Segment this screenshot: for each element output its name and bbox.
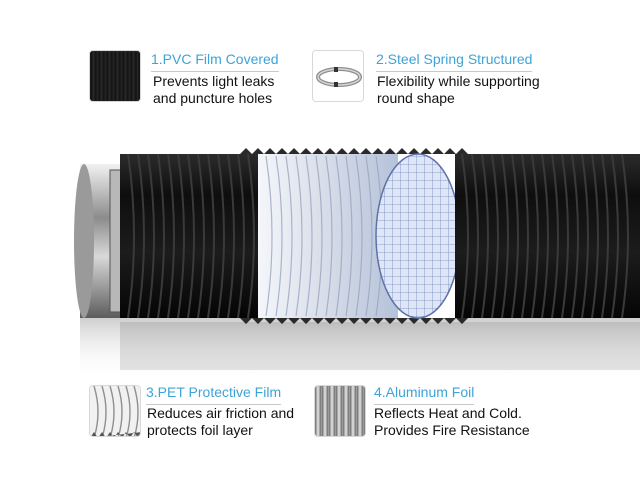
feature-desc-line1: Flexibility while supporting [377, 73, 540, 89]
feature-desc-line2: Provides Fire Resistance [374, 422, 530, 438]
feature-title: 4.Aluminum Foil [374, 384, 475, 405]
feature-title: 2.Steel Spring Structured [376, 51, 533, 72]
aluminum-foil-icon [314, 385, 366, 437]
feature-desc-line1: Reflects Heat and Cold. [374, 405, 522, 421]
pvc-film-icon [89, 50, 141, 102]
pet-film-icon [89, 385, 141, 437]
feature-desc-line1: Reduces air friction and [147, 405, 295, 421]
steel-spring-icon [312, 50, 364, 102]
feature-title: 1.PVC Film Covered [151, 51, 279, 72]
feature-title: 3.PET Protective Film [146, 384, 282, 405]
feature-desc-line2: protects foil layer [147, 422, 253, 438]
feature-desc-line2: and puncture holes [153, 90, 273, 106]
feature-desc-line2: round shape [377, 90, 455, 106]
duct-illustration [74, 148, 640, 380]
feature-desc-line1: Prevents light leaks [153, 73, 275, 89]
